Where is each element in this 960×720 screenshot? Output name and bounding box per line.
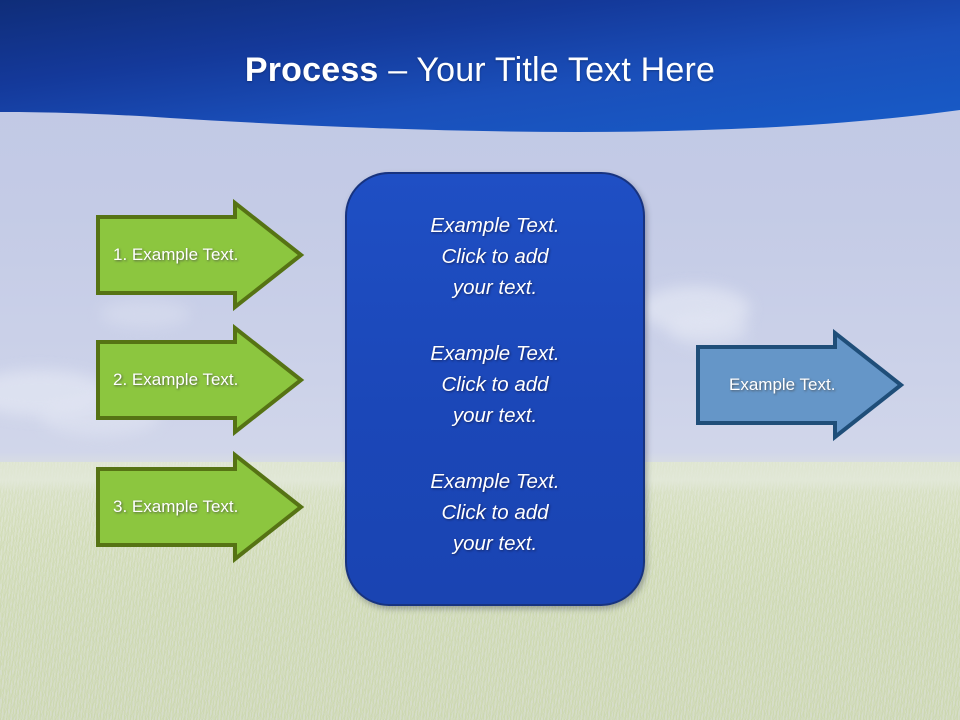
green-arrow-shape: [96, 450, 305, 564]
centre-content-box[interactable]: Example Text. Click to add your text. Ex…: [345, 172, 645, 606]
blue-arrow-shape: [696, 328, 905, 442]
cloud-shape: [668, 312, 748, 346]
page-title-rest: – Your Title Text Here: [378, 51, 716, 89]
page-title: Process – Your Title Text Here: [0, 48, 960, 92]
step-arrow-1[interactable]: 1. Example Text.: [95, 198, 305, 312]
centre-paragraph-2: Example Text. Click to add your text.: [430, 342, 560, 427]
step-arrow-3[interactable]: 3. Example Text.: [95, 450, 305, 564]
step-arrow-2[interactable]: 2. Example Text.: [95, 323, 305, 437]
green-arrow-shape: [96, 323, 305, 437]
result-arrow-label: Example Text.: [729, 375, 836, 394]
page-title-strong: Process: [244, 51, 379, 89]
header-banner: Process – Your Title Text Here: [0, 0, 960, 160]
green-arrow-shape: [96, 198, 305, 312]
step-arrow-3-label: 3. Example Text.: [113, 497, 239, 516]
centre-paragraph-1: Example Text. Click to add your text.: [430, 214, 560, 299]
step-arrow-1-label: 1. Example Text.: [113, 245, 239, 264]
result-arrow[interactable]: Example Text.: [695, 328, 905, 442]
cloud-shape: [100, 300, 190, 328]
step-arrow-2-label: 2. Example Text.: [113, 370, 239, 389]
centre-paragraph-3: Example Text. Click to add your text.: [430, 470, 560, 555]
header-curve-shape: [0, 0, 960, 133]
